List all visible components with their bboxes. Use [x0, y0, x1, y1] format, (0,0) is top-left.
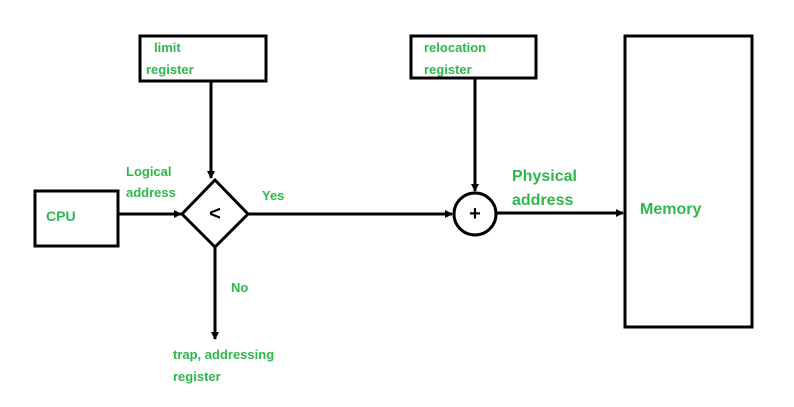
limit-register-label-line1: limit: [154, 40, 181, 55]
yes-label: Yes: [262, 188, 285, 203]
logical-address-label-line2: address: [126, 185, 176, 200]
limit-register-box: [138, 34, 268, 83]
cpu-box: [33, 189, 120, 248]
physical-address-label-line2: address: [512, 192, 574, 209]
trap-label-line2: register: [173, 369, 221, 384]
relocation-register-label-line1: relocation: [424, 40, 487, 55]
relocation-register-label-line2: register: [424, 62, 472, 77]
physical-address-label-line1: Physical: [512, 168, 577, 185]
cpu-label: CPU: [46, 208, 76, 224]
limit-register-label-line2: register: [146, 62, 194, 77]
logical-address-label-line1: Logical: [126, 164, 172, 179]
memory-label: Memory: [640, 201, 702, 218]
adder-symbol: +: [469, 203, 481, 225]
no-label: No: [231, 280, 249, 295]
memory-box: [623, 34, 754, 329]
trap-label-line1: trap, addressing: [173, 347, 275, 362]
comparator-symbol: <: [209, 203, 221, 225]
